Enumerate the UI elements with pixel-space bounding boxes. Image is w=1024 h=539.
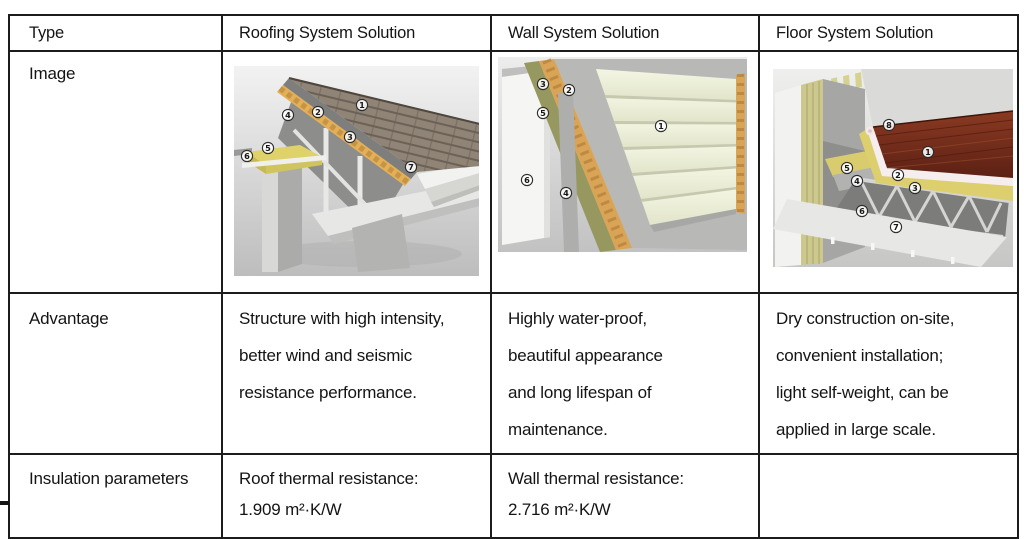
shingle-plane [289,78,479,172]
callout-6: 6 [520,173,534,187]
callout-3: 3 [536,77,550,91]
svg-text:1: 1 [658,121,664,131]
callout-2: 2 [891,168,905,182]
callout-6: 6 [240,149,254,163]
callout-7: 7 [889,220,903,234]
advantage-line: maintenance. [508,420,608,439]
svg-text:4: 4 [285,110,291,120]
floor-system-image: 1 2 3 4 5 6 7 8 [773,69,1013,267]
callout-1: 1 [921,145,935,159]
svg-text:6: 6 [859,206,865,216]
row-label-image: Image [8,50,223,294]
advantage-row: Advantage Structure with high intensity,… [8,292,1019,455]
svg-text:1: 1 [359,100,365,110]
insulation-cell-floor [758,453,1019,539]
svg-text:3: 3 [540,79,546,89]
advantage-line: and long lifespan of [508,383,652,402]
svg-text:3: 3 [912,183,918,193]
svg-text:6: 6 [524,175,530,185]
callout-4: 4 [281,108,295,122]
header-cell-wall: Wall System Solution [490,14,760,52]
insulation-line: Roof thermal resistance: [239,469,419,488]
advantage-line: Structure with high intensity, [239,309,445,328]
advantage-line: better wind and seismic [239,346,413,365]
callout-2: 2 [311,105,325,119]
roof-gutter [417,163,479,207]
callout-8: 8 [882,118,896,132]
advantage-line: resistance performance. [239,383,417,402]
advantage-line: convenient installation; [776,346,944,365]
advantage-line: applied in large scale. [776,420,936,439]
advantage-line: beautiful appearance [508,346,663,365]
wall-callouts: 1 2 3 4 5 6 [520,77,668,200]
insulation-row: Insulation parameters Roof thermal resis… [8,453,1019,539]
header-cell-type: Type [8,14,223,52]
callout-3: 3 [908,181,922,195]
svg-text:3: 3 [347,132,353,142]
header-cell-floor: Floor System Solution [758,14,1019,52]
svg-text:6: 6 [244,151,250,161]
image-row: Image [8,50,1019,294]
advantage-cell-wall: Highly water-proof, beautiful appearance… [490,292,760,455]
svg-text:2: 2 [566,85,572,95]
wood-floor [873,111,1013,178]
floor-deck-layers [859,110,1013,201]
svg-text:7: 7 [408,162,414,172]
callout-1: 1 [654,119,668,133]
callout-4: 4 [559,186,573,200]
document-page: Type Roofing System Solution Wall System… [0,14,1019,539]
roofing-system-image: 1 2 3 4 5 6 7 [234,66,479,276]
callout-5: 5 [840,161,854,175]
callout-4: 4 [850,174,864,188]
svg-text:4: 4 [854,176,860,186]
advantage-line: Dry construction on-site, [776,309,955,328]
stud-bar [558,91,579,252]
insulation-cell-roofing: Roof thermal resistance: 1.909 m²·K/W [221,453,492,539]
callout-7: 7 [404,160,418,174]
svg-text:5: 5 [265,143,271,153]
insulation-value: 1.909 m²·K/W [239,500,342,519]
svg-text:1: 1 [925,147,931,157]
image-cell-floor: 1 2 3 4 5 6 7 8 [758,50,1019,294]
callout-5: 5 [536,106,550,120]
advantage-cell-floor: Dry construction on-site, convenient ins… [758,292,1019,455]
insulation-cell-wall: Wall thermal resistance: 2.716 m²·K/W [490,453,760,539]
row-label-advantage: Advantage [8,292,223,455]
svg-text:2: 2 [895,170,901,180]
roof-callouts: 1 2 3 4 5 6 7 [240,98,418,174]
ceiling-plane [773,199,1007,267]
wall-system-image: 1 2 3 4 5 6 [498,57,747,252]
roof-structure [262,90,479,272]
floor-callouts: 1 2 3 4 5 6 7 8 [840,118,935,234]
callout-3: 3 [343,130,357,144]
header-row: Type Roofing System Solution Wall System… [8,14,1019,52]
roof-slope-layers [277,77,479,186]
image-cell-roofing: 1 2 3 4 5 6 7 [221,50,492,294]
row-label-insulation: Insulation parameters [8,453,223,539]
advantage-cell-roofing: Structure with high intensity, better wi… [221,292,492,455]
advantage-line: light self-weight, can be [776,383,949,402]
callout-2: 2 [562,83,576,97]
callout-6: 6 [855,204,869,218]
scan-artifact [0,501,9,505]
svg-text:2: 2 [315,107,321,117]
callout-1: 1 [355,98,369,112]
insulation-value: 2.716 m²·K/W [508,500,611,519]
svg-text:5: 5 [844,163,850,173]
svg-text:8: 8 [886,120,892,130]
advantage-line: Highly water-proof, [508,309,647,328]
image-cell-wall: 1 2 3 4 5 6 [490,50,760,294]
insulation-line: Wall thermal resistance: [508,469,684,488]
siding-panel [596,69,745,232]
callout-5: 5 [261,141,275,155]
comparison-table: Type Roofing System Solution Wall System… [8,14,1019,539]
svg-text:4: 4 [563,188,569,198]
header-cell-roofing: Roofing System Solution [221,14,492,52]
svg-text:5: 5 [540,108,546,118]
svg-text:7: 7 [893,222,899,232]
